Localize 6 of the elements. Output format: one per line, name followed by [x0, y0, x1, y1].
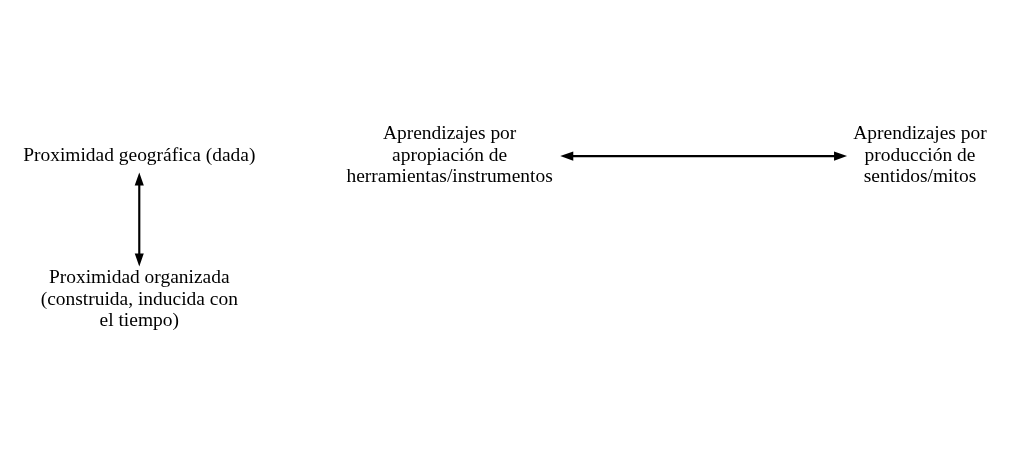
arrow [134, 171, 144, 266]
node-text: Aprendizajes por apropiación de herramientas/instrumentos [346, 121, 553, 186]
node-text: Aprendizajes por producción de sentidos/mitos [853, 121, 987, 186]
arrow [560, 151, 848, 161]
node-text: Proximidad organizada (construida, inducida con el tiempo) [40, 265, 238, 330]
node-text: Proximidad geográfica (dada) [23, 143, 256, 165]
